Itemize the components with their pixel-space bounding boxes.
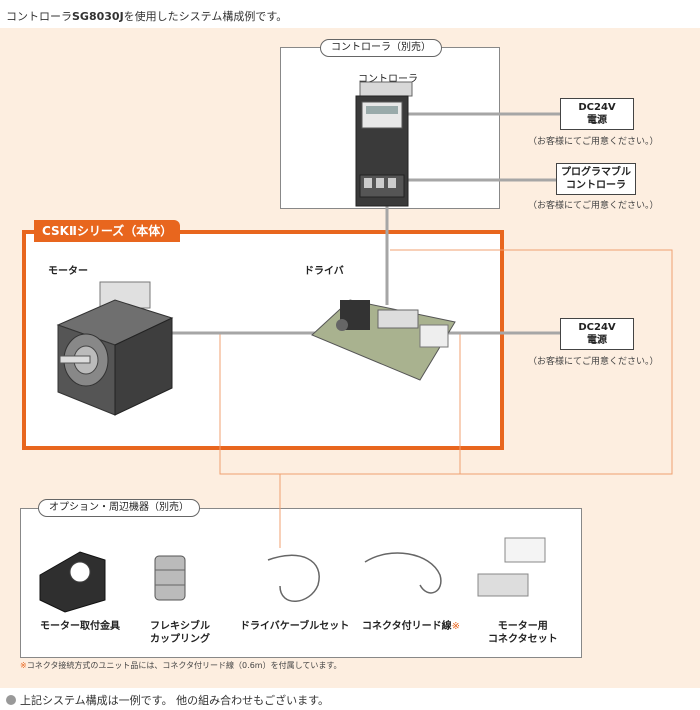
bracket-image: [39, 551, 106, 613]
coupling-image: [154, 555, 186, 601]
controller-group-label: コントローラ（別売）: [320, 39, 442, 57]
option-motor-connector-set: モーター用コネクタセット: [488, 621, 558, 645]
option-flexible-coupling: フレキシブルカップリング: [150, 621, 210, 645]
driver-label: ドライバ: [304, 266, 344, 277]
motor-connector-image: [477, 537, 546, 597]
page-caption: コントローラSG8030Jを使用したシステム構成例です。: [6, 10, 288, 23]
controller-image: [355, 81, 413, 207]
bottom-note: 上記システム構成は一例です。 他の組み合わせもございます。: [6, 692, 329, 708]
lead-wire-image: [364, 552, 442, 594]
driver-cable-image: [267, 554, 320, 602]
gray-cables: [172, 112, 560, 335]
option-lead-wire: コネクタ付リード線※: [362, 621, 460, 632]
csk-series-label: CSKⅡシリーズ（本体）: [34, 220, 181, 242]
bullet-icon: [6, 695, 16, 705]
options-group-label: オプション・周辺機器（別売）: [38, 499, 200, 517]
motor-label: モーター: [48, 266, 88, 277]
option-motor-bracket: モーター取付金具: [40, 621, 120, 632]
supply-note-3: （お客様にてご用意ください。）: [528, 357, 659, 367]
options-footnote: ※コネクタ接続方式のユニット品には、コネクタ付リード線（0.6m）を付属していま…: [20, 661, 342, 670]
controller-model: SG8030J: [72, 10, 124, 23]
programmable-controller-box: プログラマブルコントローラ: [556, 163, 636, 195]
driver-image: [311, 299, 456, 381]
motor-image: [56, 281, 174, 416]
option-driver-cable-set: ドライバケーブルセット: [240, 621, 350, 632]
controller-title: コントローラ: [358, 74, 418, 85]
supply-note-2: （お客様にてご用意ください。）: [528, 201, 659, 211]
orange-wiring: [219, 249, 673, 548]
supply-note-1: （お客様にてご用意ください。）: [528, 137, 659, 147]
